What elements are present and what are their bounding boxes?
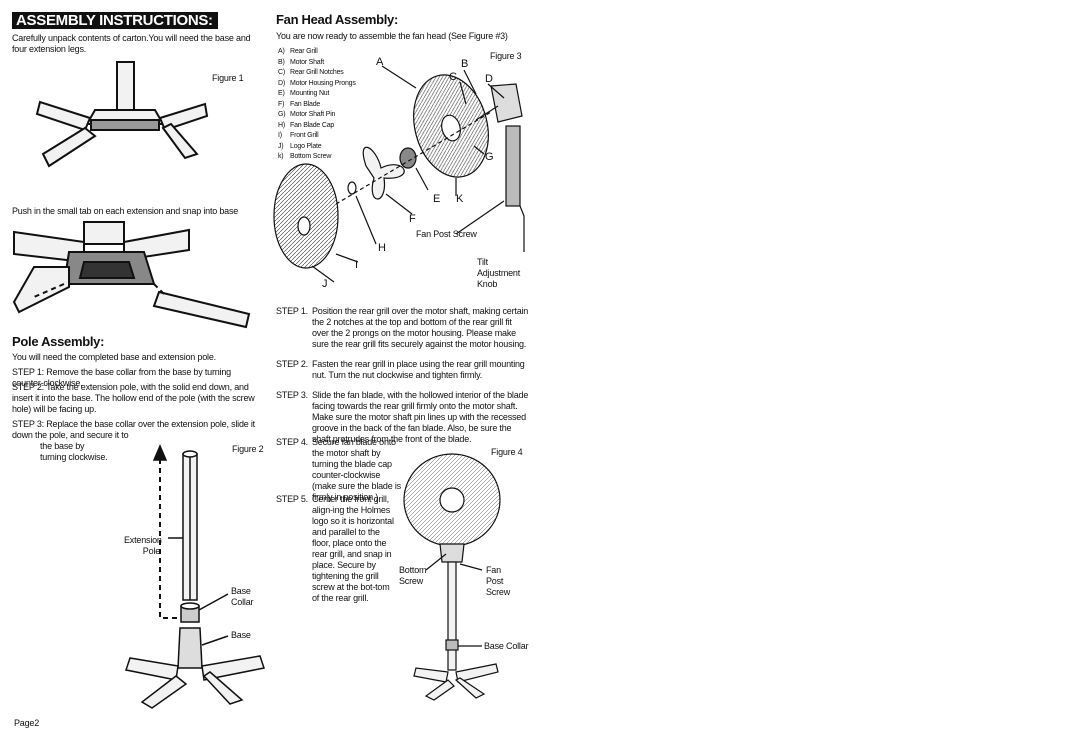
figure-4-label: Figure 4 xyxy=(491,447,523,457)
part-d: D)Motor Housing Prongs xyxy=(278,79,356,87)
part-f: F)Fan Blade xyxy=(278,100,321,108)
pole-assembly-intro: You will need the completed base and ext… xyxy=(12,352,216,362)
base-legs-illustration xyxy=(35,61,209,168)
pole-step-2: STEP 2: Take the extension pole, with th… xyxy=(12,382,255,414)
part-g: G)Motor Shaft Pin xyxy=(278,111,336,118)
fan-step-3: STEP 3.Slide the fan blade, with the hol… xyxy=(276,390,529,444)
intro-text: Carefully unpack contents of carton.You … xyxy=(12,33,251,54)
bottom-screw-label: Bottom Screw xyxy=(399,565,427,586)
fan-step-4-num: STEP 4. xyxy=(276,437,308,447)
pole-assembly-heading: Pole Assembly: xyxy=(12,334,105,349)
fan-head-steps: STEP 1.Position the rear grill over the … xyxy=(276,306,530,454)
fan-step-5-num: STEP 5. xyxy=(276,494,308,504)
callout-b: B xyxy=(461,58,469,70)
page-number: Page2 xyxy=(14,718,40,728)
base-label: Base xyxy=(231,630,251,640)
push-tab-text: Push in the small tab on each extension … xyxy=(12,206,239,216)
figure-1-label: Figure 1 xyxy=(212,73,244,83)
fan-step-5-text: Center the front grill, align-ing the Ho… xyxy=(312,494,394,603)
callout-g: G xyxy=(485,151,494,163)
callout-k: K xyxy=(456,193,464,205)
parts-list: A)Rear Grill B)Motor Shaft C)Rear Grill … xyxy=(278,47,356,163)
part-a: A)Rear Grill xyxy=(278,48,318,55)
base-collar-label-2: Base Collar xyxy=(484,641,529,651)
fan-step-2: STEP 2.Fasten the rear grill in place us… xyxy=(276,359,525,380)
pole-assembly-illustration xyxy=(125,444,265,709)
callout-f: F xyxy=(409,213,416,225)
figure-2-label: Figure 2 xyxy=(232,444,264,454)
pole-step-3: STEP 3: Replace the base collar over the… xyxy=(12,419,255,440)
fan-step-4-text: Secure fan blade onto the motor shaft by… xyxy=(312,437,401,502)
callout-d: D xyxy=(485,73,493,85)
extension-pole-label: Extension Pole xyxy=(124,535,162,556)
callout-i: I xyxy=(355,259,359,271)
fan-step-1: STEP 1.Position the rear grill over the … xyxy=(276,306,529,349)
part-c: C)Rear Grill Notches xyxy=(278,69,344,76)
part-i: I)Front Grill xyxy=(278,132,319,139)
fan-head-intro: You are now ready to assemble the fan he… xyxy=(276,31,508,41)
part-k: k)Bottom Screw xyxy=(278,153,332,160)
part-b: B)Motor Shaft xyxy=(278,58,324,66)
tab-snap-illustration xyxy=(12,221,251,329)
pole-step-3-cont: the base by turning clockwise. xyxy=(40,441,108,462)
part-j: J)Logo Plate xyxy=(278,142,322,150)
part-h: H)Fan Blade Cap xyxy=(278,121,335,129)
fan-post-screw-label: Fan Post Screw xyxy=(416,229,477,239)
callout-h: H xyxy=(378,242,386,254)
fan-head-exploded-illustration xyxy=(273,65,525,283)
fan-post-screw-label-2: Fan Post Screw xyxy=(486,565,511,597)
pole-step-1: STEP 1: Remove the base collar from the … xyxy=(12,367,231,388)
tilt-adjustment-knob-label: Tilt Adjustment Knob xyxy=(477,257,521,289)
fan-head-heading: Fan Head Assembly: xyxy=(276,12,398,27)
base-collar-label: Base Collar xyxy=(231,586,254,607)
callout-c: C xyxy=(449,71,457,83)
part-e: E)Mounting Nut xyxy=(278,90,330,97)
figure-3-label: Figure 3 xyxy=(490,51,522,61)
callout-a: A xyxy=(376,56,384,68)
assembled-fan-illustration xyxy=(403,453,501,701)
callout-j: J xyxy=(322,278,328,290)
assembly-instructions-banner: ASSEMBLY INSTRUCTIONS: xyxy=(12,12,218,29)
callout-e: E xyxy=(433,193,441,205)
